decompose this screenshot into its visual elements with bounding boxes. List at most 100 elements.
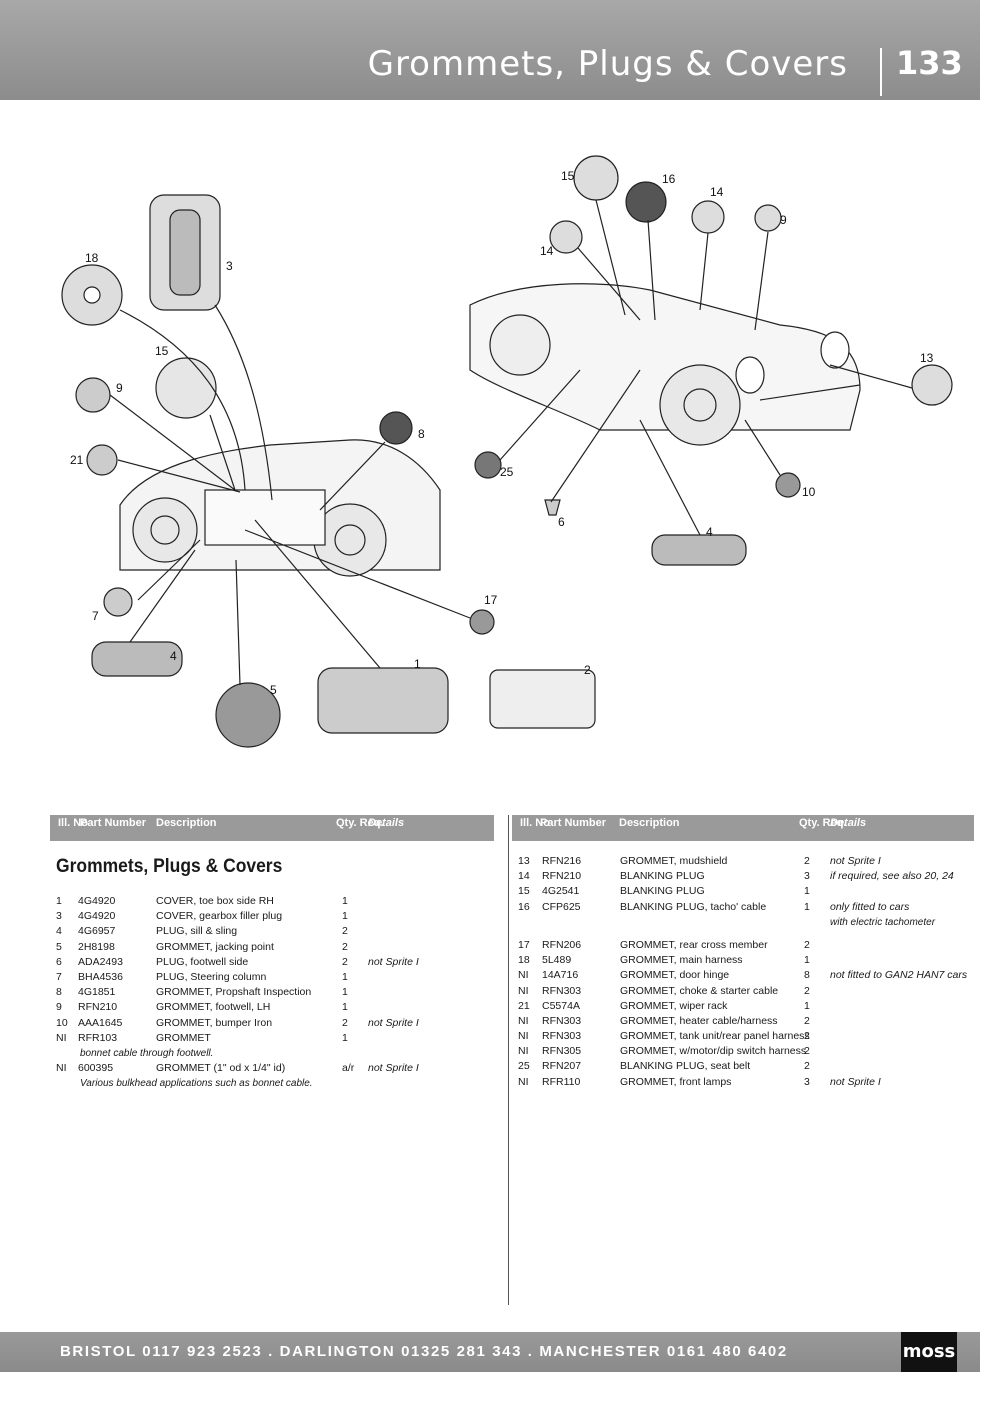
callout-13: 13 <box>920 351 934 365</box>
part-number: 4G4920 <box>78 895 116 907</box>
ill-number: 4 <box>56 925 62 938</box>
description: PLUG, sill & sling <box>156 925 238 938</box>
table-row: 8 4G1851 GROMMET, Propshaft Inspection 1 <box>56 985 496 1000</box>
ill-number: 6 <box>56 955 62 968</box>
description: BLANKING PLUG, tacho' cable <box>620 900 767 913</box>
callout-10: 10 <box>802 485 816 499</box>
quantity: 3 <box>804 1075 810 1088</box>
ill-number: NI <box>518 1075 529 1088</box>
callout-21: 21 <box>70 453 84 467</box>
callout-17: 17 <box>484 593 498 607</box>
callout-14: 14 <box>710 185 724 199</box>
callout-9: 9 <box>116 381 123 395</box>
ill-number: NI <box>56 1062 67 1075</box>
callout-9-right: 9 <box>780 213 787 227</box>
header-divider <box>880 48 882 96</box>
ill-number: 1 <box>56 895 62 907</box>
description: GROMMET, choke & starter cable <box>620 984 779 997</box>
quantity: 2 <box>804 1060 810 1073</box>
part-1-cover <box>317 667 449 734</box>
callout-18: 18 <box>85 251 99 265</box>
callout-15: 15 <box>155 344 169 358</box>
quantity: 1 <box>342 986 348 999</box>
part-number: RFN303 <box>542 984 582 997</box>
quantity: 2 <box>804 984 810 997</box>
callout-25: 25 <box>500 465 514 479</box>
col-qty: Qty. Req. <box>336 817 384 829</box>
page-number: 133 <box>896 44 963 82</box>
callout-8: 8 <box>418 427 425 441</box>
part-21-grommet <box>86 444 118 476</box>
part-number: RFN207 <box>542 1060 582 1073</box>
callout-16: 16 <box>662 172 676 186</box>
left-car-footwell <box>204 489 326 546</box>
row-spacer <box>518 930 980 938</box>
part-9-right-plug <box>754 204 782 232</box>
quantity: 1 <box>342 1031 348 1044</box>
quantity: 2 <box>804 855 810 867</box>
ill-number: 7 <box>56 970 62 983</box>
part-8-grommet <box>379 411 413 445</box>
diagram-callouts: 18 3 15 9 21 8 25 7 4 17 1 2 5 15 16 14 … <box>70 169 934 697</box>
description: COVER, toe box side RH <box>156 895 274 907</box>
col-ill-no-right: Ill. No <box>520 817 550 829</box>
description: GROMMET, front lamps <box>620 1075 732 1088</box>
callout-2: 2 <box>584 663 591 677</box>
description: GROMMET, bumper Iron <box>156 1016 273 1029</box>
part-number: 4G1851 <box>78 986 116 999</box>
details: not Sprite I <box>830 1075 881 1088</box>
column-divider <box>508 815 509 1305</box>
part-7-plug <box>103 587 133 617</box>
part-number: ADA2493 <box>78 955 123 968</box>
callout-5: 5 <box>270 683 277 697</box>
right-car-headlamp <box>735 356 765 394</box>
description: BLANKING PLUG <box>620 885 705 898</box>
part-number: 2H8198 <box>78 940 115 953</box>
part-note: with electric tachometer <box>518 915 980 930</box>
quantity: 1 <box>804 885 810 898</box>
part-number: CFP625 <box>542 900 581 913</box>
left-table-header: Ill. No Part Number Description Qty. Req… <box>50 815 494 841</box>
part-number: RFN206 <box>542 938 582 951</box>
description: GROMMET, tank unit/rear panel harness <box>620 1030 810 1043</box>
quantity: 2 <box>342 1016 348 1029</box>
part-number: RFN305 <box>542 1045 582 1058</box>
left-car-rear-hub <box>150 515 180 545</box>
description: GROMMET, Propshaft Inspection <box>156 986 312 999</box>
description: GROMMET <box>156 1031 211 1044</box>
quantity: 1 <box>342 895 348 907</box>
ill-number: NI <box>518 1014 529 1027</box>
description: PLUG, Steering column <box>156 970 267 983</box>
quantity: 2 <box>804 1045 810 1058</box>
ill-number: 18 <box>518 954 530 967</box>
description: GROMMET, mudshield <box>620 855 728 867</box>
ill-number: NI <box>518 1030 529 1043</box>
col-description: Description <box>156 817 217 829</box>
description: COVER, gearbox filler plug <box>156 910 283 923</box>
part-4-right-plug <box>651 534 747 566</box>
part-number: 600395 <box>78 1062 114 1075</box>
quantity: 1 <box>804 999 810 1012</box>
col-description-right: Description <box>619 817 680 829</box>
ill-number: NI <box>518 1045 529 1058</box>
parts-diagram: 18 3 15 9 21 8 25 7 4 17 1 2 5 15 16 14 … <box>0 130 1000 790</box>
details: not Sprite I <box>368 955 419 968</box>
quantity: 1 <box>804 900 810 913</box>
description: GROMMET, door hinge <box>620 969 730 982</box>
footer-contacts: BRISTOL 0117 923 2523 . DARLINGTON 01325… <box>60 1343 788 1360</box>
ill-number: 8 <box>56 986 62 999</box>
part-number: C5574A <box>542 999 580 1012</box>
col-qty-right: Qty. Req. <box>799 817 847 829</box>
